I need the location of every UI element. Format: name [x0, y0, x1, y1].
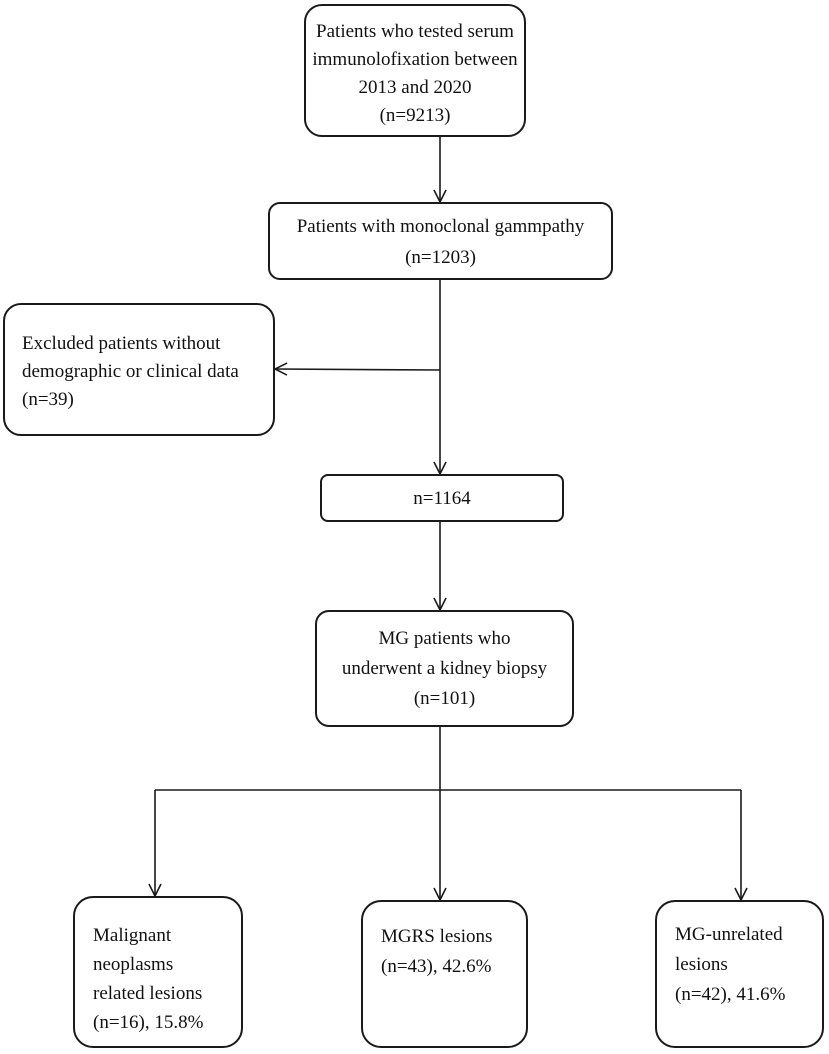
node-malignant-line-2: neoplasms [93, 954, 174, 975]
node-malignant: Malignant neoplasms related lesions (n=1… [73, 896, 243, 1048]
node-biopsy: MG patients who underwent a kidney biops… [315, 610, 574, 727]
node-unrelated-line-2: lesions [675, 954, 728, 975]
node-screened-line-2: immunolofixation between [312, 49, 518, 70]
node-unrelated-line-3: (n=42), 41.6% [675, 984, 786, 1005]
node-monoclonal-line-1: Patients with monoclonal gammpathy [296, 216, 585, 237]
node-excluded-line-1: Excluded patients without [22, 333, 221, 354]
node-screened-line-4: (n=9213) [379, 105, 451, 126]
edge-monoclonal-to-excluded [275, 369, 441, 370]
node-screened: Patients who tested serum immunolofixati… [304, 4, 526, 137]
node-unrelated-line-1: MG-unrelated [675, 924, 783, 945]
node-malignant-line-3: related lesions [93, 983, 203, 1004]
node-excluded-line-2: demographic or clinical data [22, 361, 239, 382]
node-remaining: n=1164 [320, 474, 564, 522]
node-mgrs-line-1: MGRS lesions [381, 926, 493, 947]
node-screened-line-3: 2013 and 2020 [358, 77, 472, 98]
node-monoclonal: Patients with monoclonal gammpathy (n=12… [268, 202, 613, 280]
node-mgrs-line-2: (n=43), 42.6% [381, 956, 492, 977]
node-unrelated: MG-unrelated lesions (n=42), 41.6% [655, 900, 824, 1048]
node-excluded: Excluded patients without demographic or… [3, 303, 275, 436]
node-biopsy-line-1: MG patients who [378, 628, 511, 649]
node-remaining-line-1: n=1164 [413, 488, 471, 509]
node-biopsy-line-3: (n=101) [413, 688, 476, 709]
node-malignant-line-4: (n=16), 15.8% [93, 1012, 204, 1033]
node-monoclonal-line-2: (n=1203) [405, 247, 476, 268]
node-malignant-line-1: Malignant [93, 925, 172, 946]
node-screened-line-1: Patients who tested serum [316, 21, 514, 42]
node-excluded-line-3: (n=39) [22, 389, 74, 410]
node-biopsy-line-2: underwent a kidney biopsy [341, 658, 548, 679]
node-mgrs: MGRS lesions (n=43), 42.6% [361, 900, 528, 1048]
